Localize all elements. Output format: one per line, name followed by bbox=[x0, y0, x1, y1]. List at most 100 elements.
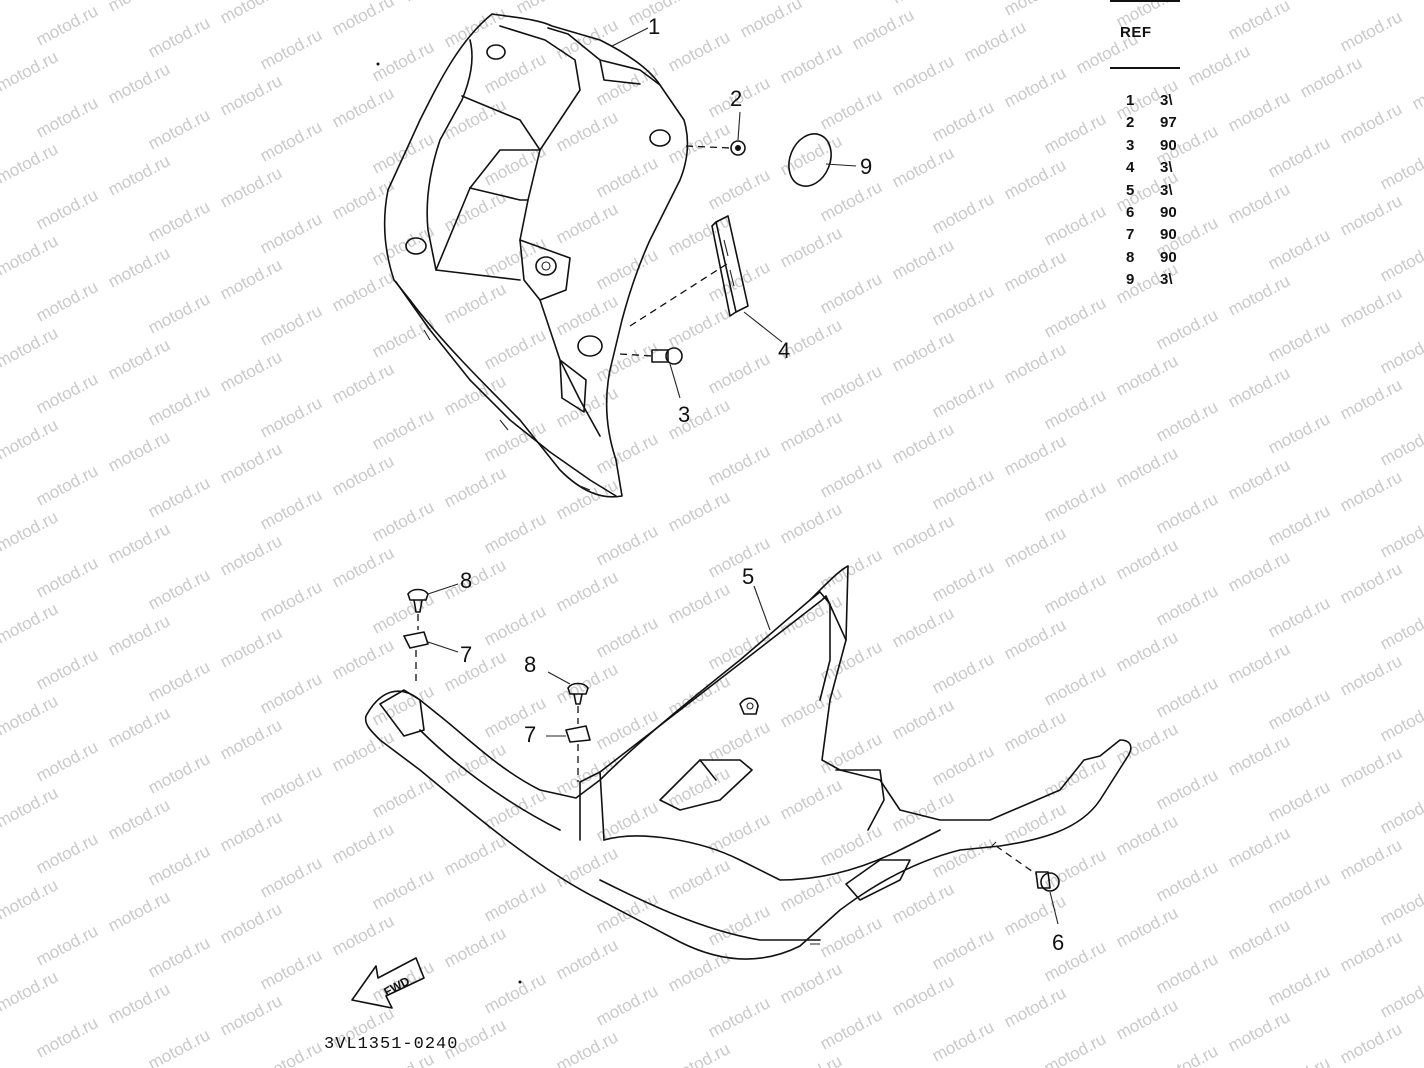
watermark-text: motod.ru bbox=[0, 0, 61, 4]
ref-row-number: 2 bbox=[1126, 114, 1135, 132]
watermark-text: motod.ru bbox=[593, 521, 661, 569]
watermark-text: motod.ru bbox=[1265, 777, 1333, 825]
watermark-text: motod.ru bbox=[553, 291, 621, 339]
watermark-text: motod.ru bbox=[665, 395, 733, 443]
ref-row-number: 4 bbox=[1126, 159, 1135, 177]
watermark-text: motod.ru bbox=[1225, 731, 1293, 779]
watermark-text: motod.ru bbox=[257, 945, 325, 993]
watermark-text: motod.ru bbox=[217, 531, 285, 579]
watermark-text: motod.ru bbox=[1377, 421, 1424, 469]
watermark-text: motod.ru bbox=[705, 717, 773, 765]
watermark-text: motod.ru bbox=[553, 567, 621, 615]
watermark-text: motod.ru bbox=[0, 967, 61, 1015]
watermark-text: motod.ru bbox=[929, 833, 997, 881]
watermark-text: motod.ru bbox=[889, 143, 957, 191]
watermark-text: motod.ru bbox=[1113, 903, 1181, 951]
clip-7-upper bbox=[403, 631, 459, 684]
watermark-text: motod.ru bbox=[257, 117, 325, 165]
watermark-text: motod.ru bbox=[0, 875, 61, 923]
watermark-text: motod.ru bbox=[1337, 375, 1405, 423]
watermark-text: motod.ru bbox=[929, 1017, 997, 1065]
watermark-text: motod.ru bbox=[329, 359, 397, 407]
watermark-text: motod.ru bbox=[0, 415, 61, 463]
watermark-text: motod.ru bbox=[217, 899, 285, 947]
watermark-text: motod.ru bbox=[1113, 995, 1181, 1043]
watermark-text: motod.ru bbox=[1337, 559, 1405, 607]
watermark-text: motod.ru bbox=[217, 439, 285, 487]
watermark-text: motod.ru bbox=[329, 451, 397, 499]
watermark-text: motod.ru bbox=[329, 635, 397, 683]
watermark-text: motod.ru bbox=[961, 17, 1029, 65]
watermark-text: motod.ru bbox=[889, 695, 957, 743]
watermark-text: motod.ru bbox=[889, 0, 957, 8]
watermark-text: motod.ru bbox=[1041, 1029, 1109, 1068]
watermark-text: motod.ru bbox=[105, 59, 173, 107]
callout-3: 3 bbox=[678, 402, 690, 427]
watermark-text: motod.ru bbox=[1113, 535, 1181, 583]
watermark-text: motod.ru bbox=[0, 323, 61, 371]
watermark-text: motod.ru bbox=[1377, 881, 1424, 929]
watermark-text: motod.ru bbox=[929, 189, 997, 237]
watermark-text: motod.ru bbox=[329, 83, 397, 131]
footrest-board bbox=[364, 565, 1132, 960]
watermark-text: motod.ru bbox=[513, 0, 581, 18]
watermark-text: motod.ru bbox=[665, 1039, 733, 1068]
watermark-text: motod.ru bbox=[1001, 339, 1069, 387]
watermark-text: motod.ru bbox=[369, 773, 437, 821]
watermark-text: motod.ru bbox=[105, 243, 173, 291]
watermark-text: motod.ru bbox=[217, 0, 285, 28]
watermark-text: motod.ru bbox=[481, 877, 549, 925]
watermark-text: motod.ru bbox=[369, 497, 437, 545]
ref-header: REF bbox=[1120, 24, 1152, 41]
watermark-text: motod.ru bbox=[481, 693, 549, 741]
watermark-text: motod.ru bbox=[33, 93, 101, 141]
watermark-text: motod.ru bbox=[1225, 915, 1293, 963]
watermark-text: motod.ru bbox=[665, 579, 733, 627]
watermark-text: motod.ru bbox=[705, 165, 773, 213]
watermark-text: motod.ru bbox=[33, 277, 101, 325]
watermark-text: motod.ru bbox=[705, 993, 773, 1041]
callout-4: 4 bbox=[778, 338, 790, 363]
watermark-text: motod.ru bbox=[401, 0, 469, 6]
watermark-text: motod.ru bbox=[1265, 1053, 1333, 1068]
watermark-text: motod.ru bbox=[33, 921, 101, 969]
watermark-text: motod.ru bbox=[1153, 857, 1221, 905]
watermark-text: motod.ru bbox=[33, 737, 101, 785]
watermark-text: motod.ru bbox=[705, 441, 773, 489]
callout-5: 5 bbox=[742, 564, 754, 589]
ref-row-code: 90 bbox=[1160, 248, 1177, 266]
watermark-text: motod.ru bbox=[257, 761, 325, 809]
watermark-text: motod.ru bbox=[257, 25, 325, 73]
ref-rule bbox=[1110, 67, 1180, 69]
watermark-text: motod.ru bbox=[1153, 581, 1221, 629]
watermark-text: motod.ru bbox=[329, 267, 397, 315]
watermark-text: motod.ru bbox=[1265, 317, 1333, 365]
watermark-text: motod.ru bbox=[929, 557, 997, 605]
ref-row-number: 9 bbox=[1126, 271, 1135, 289]
watermark-text: motod.ru bbox=[105, 611, 173, 659]
watermark-text: motod.ru bbox=[1265, 593, 1333, 641]
watermark-text: motod.ru bbox=[1041, 845, 1109, 893]
watermark-text: motod.ru bbox=[33, 1, 101, 49]
ref-row-code: 90 bbox=[1160, 226, 1177, 244]
watermark-text: motod.ru bbox=[889, 879, 957, 927]
watermark-text: motod.ru bbox=[1265, 409, 1333, 457]
screw-2 bbox=[685, 111, 746, 156]
watermark-text: motod.ru bbox=[665, 947, 733, 995]
watermark-text: motod.ru bbox=[145, 1025, 213, 1068]
watermark-text: motod.ru bbox=[369, 221, 437, 269]
ref-row-number: 7 bbox=[1126, 226, 1135, 244]
watermark-text: motod.ru bbox=[369, 865, 437, 913]
front-inner-panel bbox=[383, 13, 689, 498]
watermark-text: motod.ru bbox=[145, 657, 213, 705]
watermark-text: motod.ru bbox=[1041, 109, 1109, 157]
watermark-text: motod.ru bbox=[705, 533, 773, 581]
watermark-text: motod.ru bbox=[441, 647, 509, 695]
watermark-text: motod.ru bbox=[481, 785, 549, 833]
ref-row-code: 3\ bbox=[1160, 92, 1173, 109]
watermark-text: motod.ru bbox=[889, 603, 957, 651]
watermark-text: motod.ru bbox=[217, 715, 285, 763]
watermark-text: motod.ru bbox=[889, 787, 957, 835]
ref-row-code: 90 bbox=[1160, 136, 1177, 154]
watermark-text: motod.ru bbox=[929, 465, 997, 513]
